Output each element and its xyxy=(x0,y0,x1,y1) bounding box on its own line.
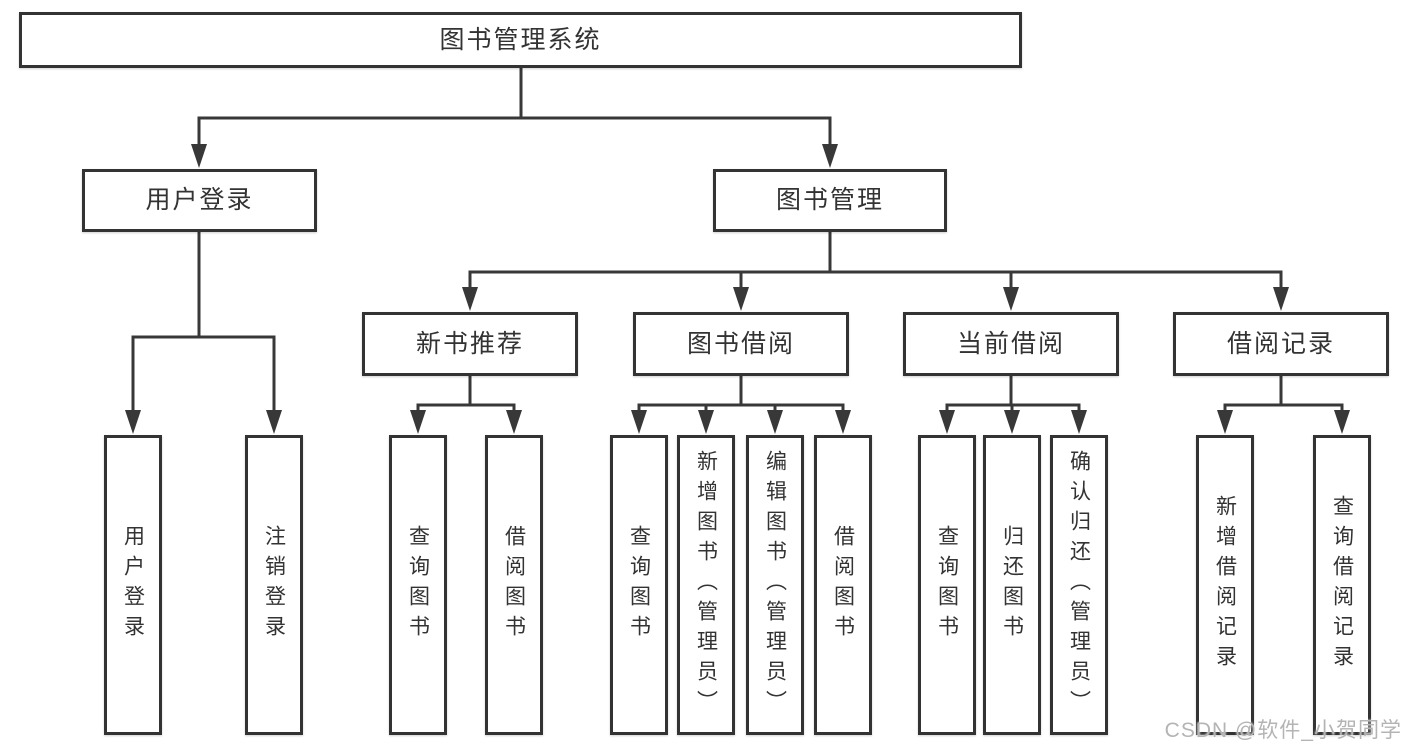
node-leaf-query-books-3-label: 查询图书 xyxy=(935,525,959,645)
node-book-borrowing-label: 图书借阅 xyxy=(686,329,795,358)
node-leaf-query-books-2: 查询图书 xyxy=(610,435,668,735)
node-borrowing-records-label: 借阅记录 xyxy=(1226,329,1335,358)
node-leaf-return-book: 归还图书 xyxy=(983,435,1041,735)
node-book-management-label: 图书管理 xyxy=(775,186,884,214)
node-user-login-label: 用户登录 xyxy=(145,186,254,214)
node-leaf-logout-label: 注销登录 xyxy=(262,525,286,645)
node-leaf-return-book-label: 归还图书 xyxy=(1000,525,1024,645)
node-new-book-recommend-label: 新书推荐 xyxy=(415,329,524,358)
node-leaf-query-borrow-record-label: 查询借阅记录 xyxy=(1330,495,1354,675)
node-leaf-add-book-label: 新增图书（管理员） xyxy=(694,450,718,720)
node-root-label: 图书管理系统 xyxy=(439,25,602,54)
node-current-borrowing: 当前借阅 xyxy=(903,312,1119,376)
node-leaf-edit-book-label: 编辑图书（管理员） xyxy=(763,450,787,720)
node-leaf-query-books-1: 查询图书 xyxy=(389,435,447,735)
node-borrowing-records: 借阅记录 xyxy=(1173,312,1389,376)
node-leaf-confirm-return: 确认归还（管理员） xyxy=(1050,435,1108,735)
node-leaf-borrow-books-2-label: 借阅图书 xyxy=(831,525,855,645)
node-leaf-borrow-books-1-label: 借阅图书 xyxy=(502,525,526,645)
node-leaf-query-borrow-record: 查询借阅记录 xyxy=(1313,435,1371,735)
node-current-borrowing-label: 当前借阅 xyxy=(956,329,1065,358)
node-leaf-query-books-2-label: 查询图书 xyxy=(627,525,651,645)
csdn-watermark: CSDN @软件_小贺同学 xyxy=(1164,719,1402,742)
node-user-login: 用户登录 xyxy=(82,169,317,232)
node-leaf-query-books-1-label: 查询图书 xyxy=(406,525,430,645)
node-leaf-add-borrow-record: 新增借阅记录 xyxy=(1196,435,1254,735)
node-new-book-recommend: 新书推荐 xyxy=(362,312,578,376)
node-book-management: 图书管理 xyxy=(713,169,947,232)
node-leaf-logout: 注销登录 xyxy=(245,435,303,735)
node-leaf-borrow-books-2: 借阅图书 xyxy=(814,435,872,735)
node-leaf-confirm-return-label: 确认归还（管理员） xyxy=(1067,450,1091,720)
node-leaf-borrow-books-1: 借阅图书 xyxy=(485,435,543,735)
node-book-borrowing: 图书借阅 xyxy=(633,312,849,376)
node-leaf-add-book: 新增图书（管理员） xyxy=(677,435,735,735)
node-root: 图书管理系统 xyxy=(19,12,1022,68)
node-leaf-user-login-label: 用户登录 xyxy=(121,525,145,645)
node-leaf-query-books-3: 查询图书 xyxy=(918,435,976,735)
node-leaf-add-borrow-record-label: 新增借阅记录 xyxy=(1213,495,1237,675)
node-leaf-user-login: 用户登录 xyxy=(104,435,162,735)
node-leaf-edit-book: 编辑图书（管理员） xyxy=(746,435,804,735)
